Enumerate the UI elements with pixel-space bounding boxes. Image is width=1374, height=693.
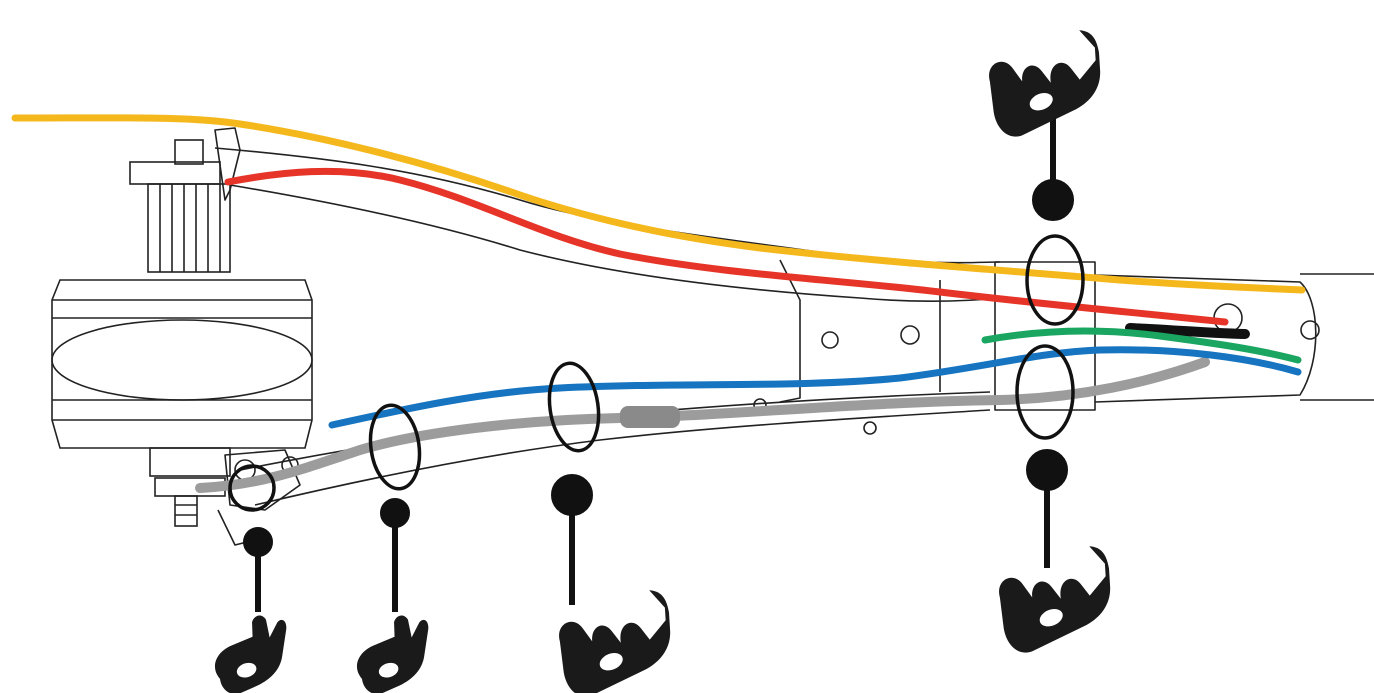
clip-icon-bottom-far-left xyxy=(203,608,302,693)
marker-dot-bottom-right xyxy=(1026,449,1068,491)
clip-icon-bottom-left xyxy=(345,608,444,693)
cable-black xyxy=(1125,323,1250,339)
cable-red xyxy=(224,167,1229,326)
clip-position-bottom-right xyxy=(1015,344,1075,440)
clip-icon-top-right xyxy=(975,25,1119,143)
cable-blue xyxy=(328,346,1302,429)
hub-motor xyxy=(51,139,313,527)
cables xyxy=(11,114,1306,493)
clip-position-bottom-left xyxy=(368,403,422,491)
marker-dot-bottom-middle xyxy=(551,474,593,516)
clip-position-circles xyxy=(228,234,1085,512)
clips xyxy=(203,25,1129,693)
cable-gray-connector xyxy=(620,406,680,428)
clip-icon-bottom-right xyxy=(985,541,1129,659)
marker-dot-top-right xyxy=(1032,179,1074,221)
marker-dot-bottom-far-left xyxy=(243,527,273,557)
clip-position-bottom-middle xyxy=(547,361,601,453)
clip-icon-bottom-middle xyxy=(545,585,689,693)
cable-green xyxy=(981,327,1302,364)
cable-orange xyxy=(11,114,1306,294)
clip-position-bottom-far-left xyxy=(228,464,276,512)
leader-lines xyxy=(243,110,1074,612)
clip-position-top-right xyxy=(1025,234,1085,326)
marker-dot-bottom-left xyxy=(380,498,410,528)
